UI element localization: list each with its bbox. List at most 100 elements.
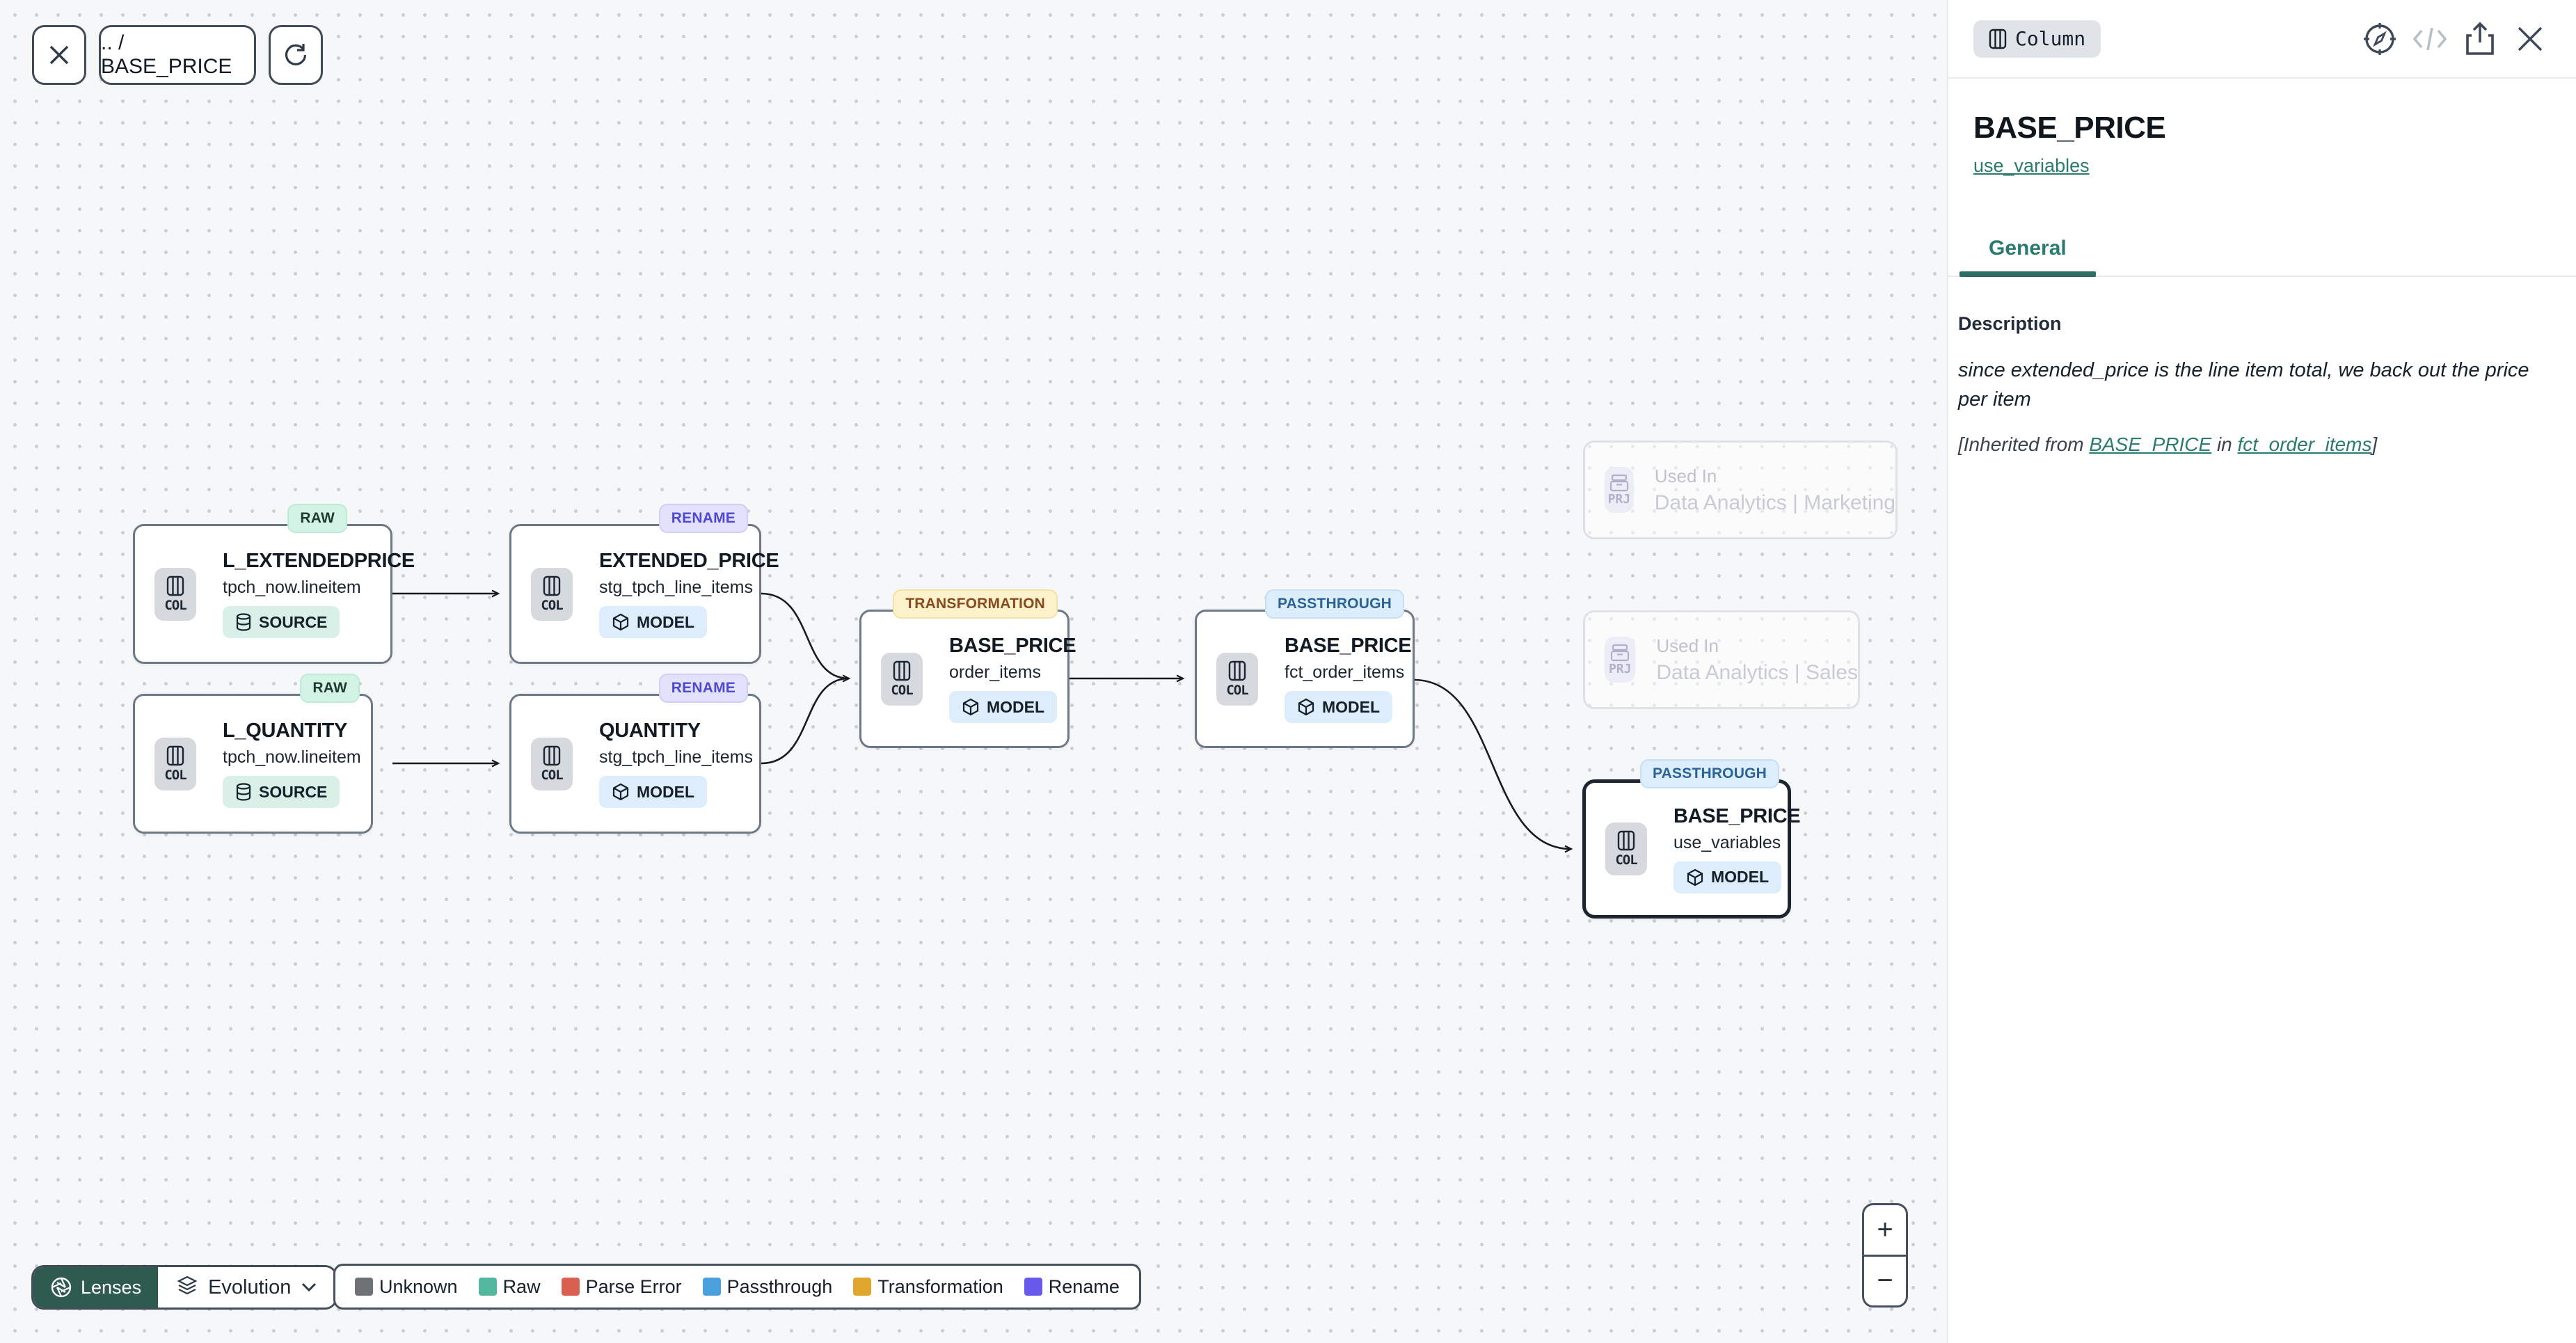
tag-label: MODEL [1322,697,1381,716]
lens-legend: Unknown Raw Parse Error Passthrough Tran… [333,1264,1141,1310]
share-icon [2466,21,2494,55]
col-label: COL [891,682,913,698]
col-label: COL [541,597,563,613]
lenses-label: Lenses [81,1276,142,1298]
node-subtitle: order_items [949,662,1041,682]
description-text: since extended_price is the line item to… [1958,359,2529,411]
node-base-price-fct-order-items[interactable]: PASSTHROUGH COL BASE_PRICE fct_order_ite… [1195,589,1415,748]
node-base-price-order-items[interactable]: TRANSFORMATION COL BASE_PRICE order_item… [859,589,1076,748]
zoom-out-button[interactable]: − [1877,1265,1893,1296]
breadcrumb-label: .. / BASE_PRICE [101,31,232,78]
edge-fctorderitems-usevariables [1414,678,1573,853]
lineage-canvas[interactable]: RAW COL L_EXTENDEDPRICE tpch_now.lineite… [0,0,1947,1343]
legend-item: Transformation [853,1276,1003,1298]
legend-label: Unknown [379,1276,458,1297]
panel-title: BASE_PRICE [1973,111,2166,145]
inherited-column-link[interactable]: BASE_PRICE [2089,434,2212,456]
resource-tag: MODEL [599,776,708,808]
code-icon [2412,27,2447,50]
node-title: BASE_PRICE [949,635,1076,657]
resource-tag: SOURCE [223,606,340,638]
details-panel: Column BASE_PRICE use_variables General … [1947,0,2576,1343]
inherited-middle: in [2211,434,2238,456]
column-type-icon: COL [1216,652,1258,706]
breadcrumb[interactable]: .. / BASE_PRICE [99,25,256,85]
used-in-label: Used In [1656,635,1719,656]
legend-chip-transformation [853,1278,872,1296]
legend-chip-unknown [355,1278,373,1296]
tag-label: MODEL [1711,868,1770,886]
archive-icon [1609,474,1628,491]
tag-label: MODEL [637,612,695,631]
inherited-model-link[interactable]: fct_order_items [2237,434,2372,456]
model-link[interactable]: use_variables [1973,155,2090,176]
cube-icon [612,783,629,801]
column-type-icon: COL [881,652,923,706]
close-icon [49,45,69,65]
node-base-price-use-variables[interactable]: PASSTHROUGH COL BASE_PRICE use_variables… [1582,759,1801,919]
cube-icon [1298,698,1314,716]
legend-item: Passthrough [702,1276,832,1298]
aperture-icon [51,1277,72,1298]
node-title: L_EXTENDEDPRICE [223,550,415,572]
resource-tag: SOURCE [223,776,340,808]
chevron-down-icon [302,1282,317,1292]
view-code-button[interactable] [2412,21,2448,57]
node-subtitle: fct_order_items [1285,662,1405,682]
lens-mode-dropdown[interactable]: Evolution [158,1267,336,1308]
status-badge: PASSTHROUGH [1265,589,1404,619]
node-subtitle: tpch_now.lineitem [223,578,361,597]
node-quantity[interactable]: RENAME COL QUANTITY stg_tpch_line_items … [509,674,761,834]
entity-type-label: Column [2015,27,2086,50]
used-in-name: Data Analytics | Sales [1656,660,1858,684]
resource-tag: MODEL [599,606,708,638]
status-badge: PASSTHROUGH [1640,759,1779,788]
inherited-suffix: ] [2371,434,2378,456]
entity-type-badge: Column [1973,19,2101,58]
description-heading: Description [1958,313,2062,334]
status-badge: RENAME [658,674,748,703]
legend-item: Raw [478,1276,541,1298]
ghost-node-marketing[interactable]: PRJ Used In Data Analytics | Marketing [1583,440,1898,539]
tab-general[interactable]: General [1959,237,2096,277]
refresh-button[interactable] [269,25,323,85]
panel-tabs: General [1948,237,2576,277]
lenses-control: Lenses Evolution [31,1265,338,1310]
node-extended-price[interactable]: RENAME COL EXTENDED_PRICE stg_tpch_line_… [509,504,779,664]
legend-chip-parse-error [561,1278,580,1296]
explore-lineage-button[interactable] [2362,21,2398,57]
column-type-icon: COL [1605,823,1647,875]
node-l-extendedprice[interactable]: RAW COL L_EXTENDEDPRICE tpch_now.lineite… [133,504,415,664]
cube-icon [962,698,979,716]
status-badge: RAW [287,504,347,533]
col-label: COL [1615,852,1637,868]
col-label: COL [164,767,186,783]
general-tab-content: Description since extended_price is the … [1948,277,2576,456]
columns-icon [1989,29,2007,49]
share-button[interactable] [2462,21,2498,57]
archive-icon [1611,644,1630,661]
cube-icon [1687,868,1703,886]
legend-item: Unknown [355,1276,458,1298]
close-lineage-button[interactable] [32,25,86,85]
column-type-icon: COL [531,567,573,621]
lenses-button[interactable]: Lenses [33,1267,159,1308]
column-type-icon: COL [154,567,196,621]
zoom-in-button[interactable]: + [1864,1205,1906,1257]
legend-label: Parse Error [585,1276,682,1297]
ghost-node-sales[interactable]: PRJ Used In Data Analytics | Sales [1583,610,1860,709]
panel-header: Column [1948,0,2576,79]
tag-label: MODEL [637,782,695,801]
resource-tag: MODEL [1285,691,1393,723]
node-subtitle: tpch_now.lineitem [223,747,361,767]
close-panel-button[interactable] [2512,21,2548,57]
resource-tag: MODEL [949,691,1058,723]
col-label: COL [1226,682,1248,698]
legend-item: Rename [1024,1276,1120,1298]
cube-icon [612,613,629,631]
node-l-quantity[interactable]: RAW COL L_QUANTITY tpch_now.lineitem SOU… [133,674,373,834]
project-type-icon: PRJ [1605,637,1636,683]
status-badge: RENAME [658,504,748,533]
columns-icon [893,660,911,681]
prj-label: PRJ [1608,661,1632,676]
